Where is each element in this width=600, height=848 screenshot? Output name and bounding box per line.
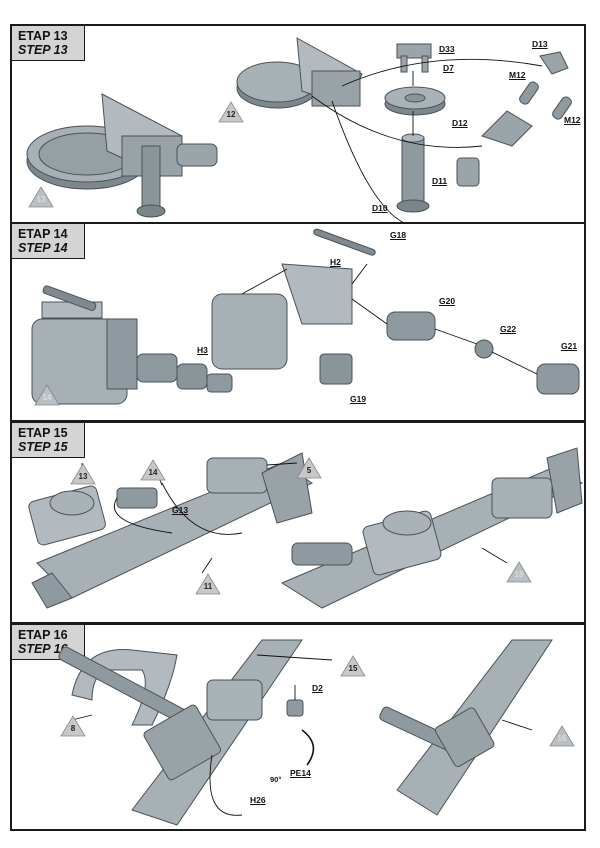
step-16-marker-16: 16 xyxy=(549,725,575,747)
step-14-marker-14: 14 xyxy=(34,384,60,406)
part-label-g19: G19 xyxy=(350,394,367,404)
step-14-header: ETAP 14 STEP 14 xyxy=(12,224,85,259)
part-label-d2: D2 xyxy=(312,683,323,693)
part-label-m12-b: M12 xyxy=(564,115,581,125)
step-14-step-title: STEP 14 xyxy=(18,241,68,255)
part-label-d13: D13 xyxy=(532,39,548,49)
step-15-marker-5: 5 xyxy=(296,457,322,479)
rotation-angle: 90° xyxy=(270,775,282,784)
part-label-h3: H3 xyxy=(197,345,208,355)
step-15-etap-title: ETAP 15 xyxy=(18,426,68,440)
step-14-illustration xyxy=(31,228,580,405)
part-label-d10: D10 xyxy=(372,203,388,213)
step-16-illustration xyxy=(58,639,553,826)
part-label-d11: D11 xyxy=(432,176,448,186)
step-15-marker-14: 14 xyxy=(140,459,166,481)
step-13-etap-title: ETAP 13 xyxy=(18,29,68,43)
part-label-pe14: PE14 xyxy=(290,768,311,778)
step-14-panel: ETAP 14 STEP 14 xyxy=(10,222,586,422)
step-15-marker-15: 15 xyxy=(506,561,532,583)
step-14-etap-title: ETAP 14 xyxy=(18,227,68,241)
part-label-g18: G18 xyxy=(390,230,407,240)
part-label-d12: D12 xyxy=(452,118,468,128)
part-label-h26: H26 xyxy=(250,795,266,805)
part-label-h2: H2 xyxy=(330,257,341,267)
step-13-illustration xyxy=(26,37,572,222)
part-label-g22: G22 xyxy=(500,324,517,334)
step-15-marker-13: 13 xyxy=(70,463,96,485)
step-15-marker-11: 11 xyxy=(195,573,221,595)
step-13-marker-13: 13 xyxy=(28,186,54,208)
part-label-g13: G13 xyxy=(172,505,189,515)
part-label-m12-a: M12 xyxy=(509,70,526,80)
step-13-panel: ETAP 13 STEP 13 xyxy=(10,24,586,224)
step-16-step-title: STEP 16 xyxy=(18,642,68,656)
step-13-step-title: STEP 13 xyxy=(18,43,68,57)
part-label-d7: D7 xyxy=(443,63,454,73)
step-13-header: ETAP 13 STEP 13 xyxy=(12,26,85,61)
step-15-header: ETAP 15 STEP 15 xyxy=(12,423,85,458)
step-16-etap-title: ETAP 16 xyxy=(18,628,68,642)
part-label-g21: G21 xyxy=(561,341,578,351)
step-15-illustration xyxy=(28,447,584,609)
step-16-marker-15: 15 xyxy=(340,655,366,677)
step-15-panel: ETAP 15 STEP 15 xyxy=(10,421,586,624)
step-16-panel: ETAP 16 STEP 16 D2 PE14 H26 90° xyxy=(10,623,586,831)
step-16-marker-8: 8 xyxy=(60,715,86,737)
step-15-step-title: STEP 15 xyxy=(18,440,68,454)
step-13-marker-12: 12 xyxy=(218,101,244,123)
part-label-d33: D33 xyxy=(439,44,455,54)
part-label-g20: G20 xyxy=(439,296,456,306)
